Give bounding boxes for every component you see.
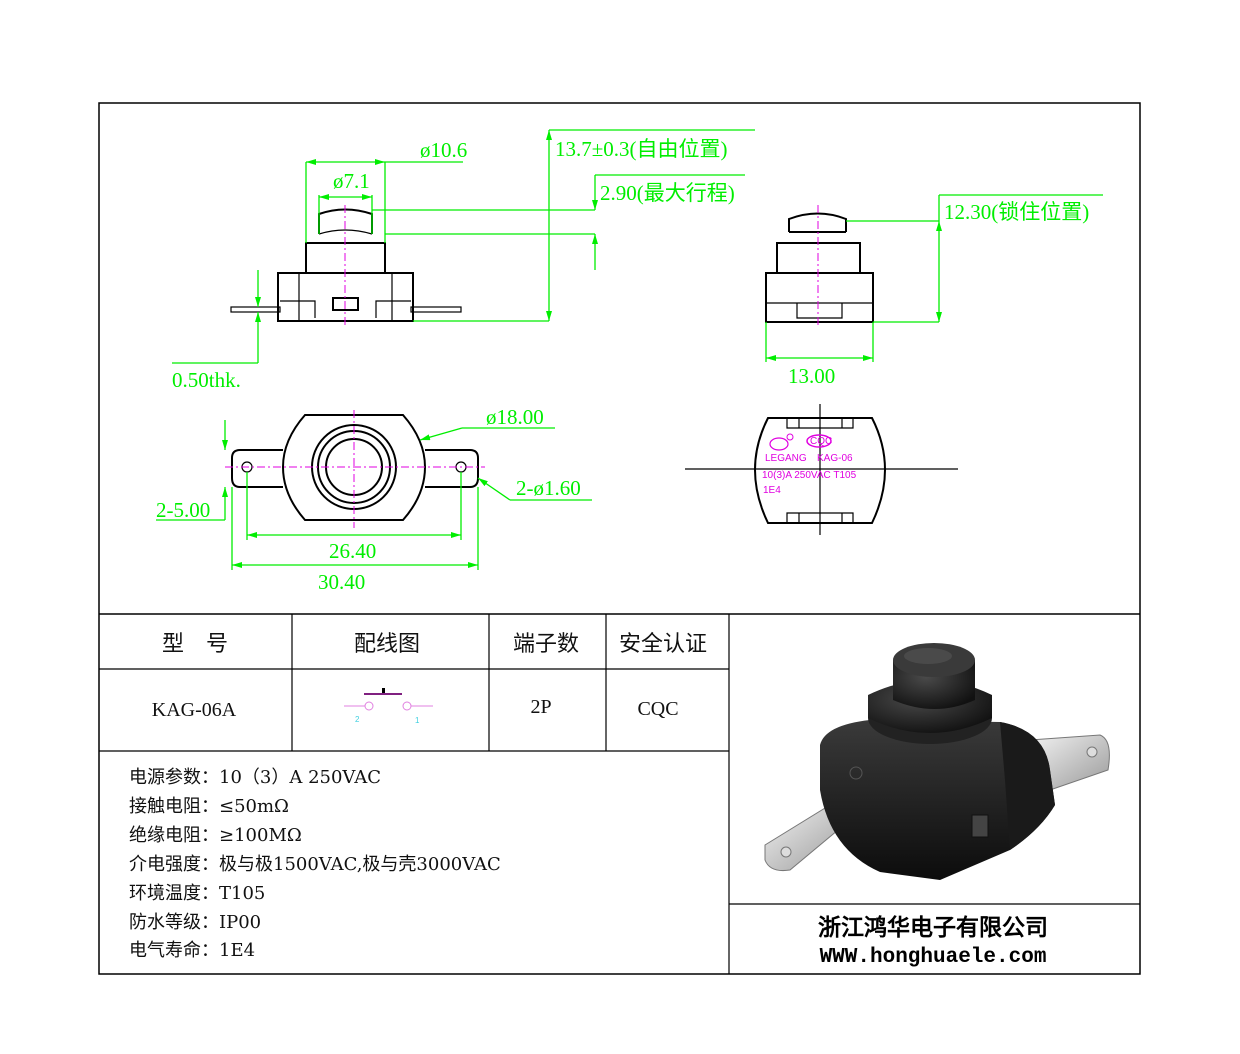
dim-dia-cap: ø7.1: [333, 169, 370, 193]
header-terminals: 端子数: [513, 632, 579, 657]
dim-max-travel: 2.90(最大行程): [600, 181, 735, 205]
spec-table: 型 号 配线图 端子数 安全认证 KAG-06A 2P CQC 2 1: [152, 632, 707, 725]
product-photo: [764, 643, 1110, 880]
spec-dielectric-strength: 介电强度：极与极1500VAC,极与壳3000VAC: [129, 854, 501, 875]
spec-list: 电源参数：10（3）A 250VAC 接触电阻：≤50mΩ 绝缘电阻：≥100M…: [129, 767, 501, 961]
marking-rating: 10(3)A 250VAC T105: [762, 470, 857, 481]
drawing-frame: [98, 102, 1141, 975]
spec-insulation-resistance: 绝缘电阻：≥100MΩ: [129, 825, 302, 846]
cell-model: KAG-06A: [152, 699, 237, 721]
top-view: [225, 410, 485, 528]
front-view: [765, 205, 874, 325]
company-name: 浙江鸿华电子有限公司: [818, 914, 1048, 941]
wiring-diagram-icon: 2 1: [344, 688, 433, 725]
header-wiring: 配线图: [354, 632, 420, 657]
dim-hole-dia: 2-ø1.60: [516, 476, 581, 500]
dim-overall-length: 30.40: [318, 570, 365, 594]
marking-life: 1E4: [763, 485, 781, 496]
side-view-dimensions: ø10.6 ø7.1 13.7±0.3(自由位置) 2.90(最大行程) 0.5…: [172, 129, 755, 392]
dim-terminal-thickness: 0.50thk.: [172, 368, 241, 392]
dim-height-free: 13.7±0.3(自由位置): [555, 137, 728, 161]
spec-life: 电气寿命：1E4: [129, 940, 255, 961]
dim-hole-pitch: 26.40: [329, 539, 376, 563]
spec-contact-resistance: 接触电阻：≤50mΩ: [129, 796, 289, 817]
terminal-label-2: 2: [355, 715, 360, 724]
dim-dia-outer: ø10.6: [420, 138, 467, 162]
front-view-dimensions: 12.30(锁住位置) 13.00: [765, 194, 1103, 388]
terminal-label-1: 1: [415, 716, 420, 725]
spec-temperature: 环境温度：T105: [129, 883, 265, 904]
cell-certification: CQC: [637, 698, 678, 720]
marking-model: KAG-06: [817, 453, 853, 464]
spec-power: 电源参数：10（3）A 250VAC: [129, 767, 381, 788]
dim-dia-body: ø18.00: [486, 405, 544, 429]
header-certification: 安全认证: [619, 632, 707, 657]
company-website[interactable]: WWW.honghuaele.com: [820, 946, 1047, 969]
spec-waterproof: 防水等级：IP00: [129, 912, 261, 933]
top-view-dimensions: ø18.00 2-ø1.60 2-5.00 26.40 30.40: [156, 405, 592, 594]
dim-width-side: 13.00: [788, 364, 835, 388]
dim-tab-width: 2-5.00: [156, 498, 210, 522]
dim-height-locked: 12.30(锁住位置): [944, 200, 1089, 224]
cqc-logo-icon: CQC: [806, 434, 832, 448]
legang-logo-icon: [769, 433, 794, 451]
side-view: [230, 205, 462, 325]
svg-text:CQC: CQC: [810, 436, 832, 447]
marking-brand: LEGANG: [765, 453, 807, 464]
cell-terminals: 2P: [530, 696, 551, 718]
header-model: 型 号: [162, 632, 228, 657]
bottom-view: CQC LEGANG KAG-06 10(3)A 250VAC T105 1E4: [685, 404, 958, 535]
